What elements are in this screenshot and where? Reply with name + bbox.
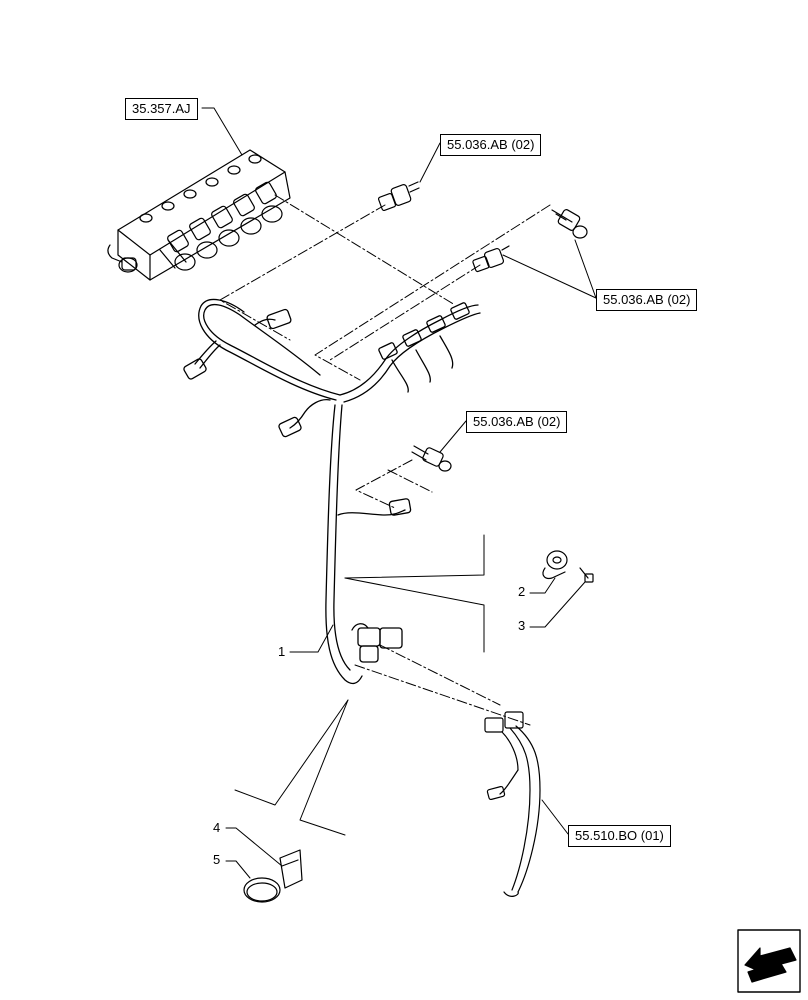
bolt-part-3 — [580, 568, 593, 582]
part-number-5: 5 — [213, 852, 221, 867]
pressure-switch-right-b — [472, 246, 509, 272]
part-number-1: 1 — [278, 644, 286, 659]
ref-label-55036ab-mid[interactable]: 55.036.AB (02) — [466, 411, 568, 433]
detail-callout-lines — [235, 535, 484, 835]
part-number-2: 2 — [518, 584, 526, 599]
connection-lines — [220, 195, 550, 725]
clip-part-2 — [543, 551, 567, 578]
part-number-3: 3 — [518, 618, 526, 633]
strap-part-5 — [244, 878, 280, 902]
pressure-switch-mid — [412, 446, 451, 471]
arrow-back-icon[interactable] — [738, 930, 800, 992]
pressure-switch-top — [378, 182, 419, 211]
leader-lines — [202, 108, 596, 878]
part-number-4: 4 — [213, 820, 221, 835]
pressure-switch-right-a — [552, 209, 587, 238]
clamp-part-4 — [280, 850, 302, 888]
control-valve-block — [108, 150, 290, 280]
ref-label-55510bo[interactable]: 55.510.BO (01) — [568, 825, 671, 847]
ref-label-55036ab-top[interactable]: 55.036.AB (02) — [440, 134, 542, 156]
ref-label-35357aj[interactable]: 35.357.AJ — [125, 98, 198, 120]
secondary-harness — [485, 712, 540, 896]
ref-label-55036ab-right[interactable]: 55.036.AB (02) — [596, 289, 698, 311]
main-harness — [183, 299, 480, 683]
